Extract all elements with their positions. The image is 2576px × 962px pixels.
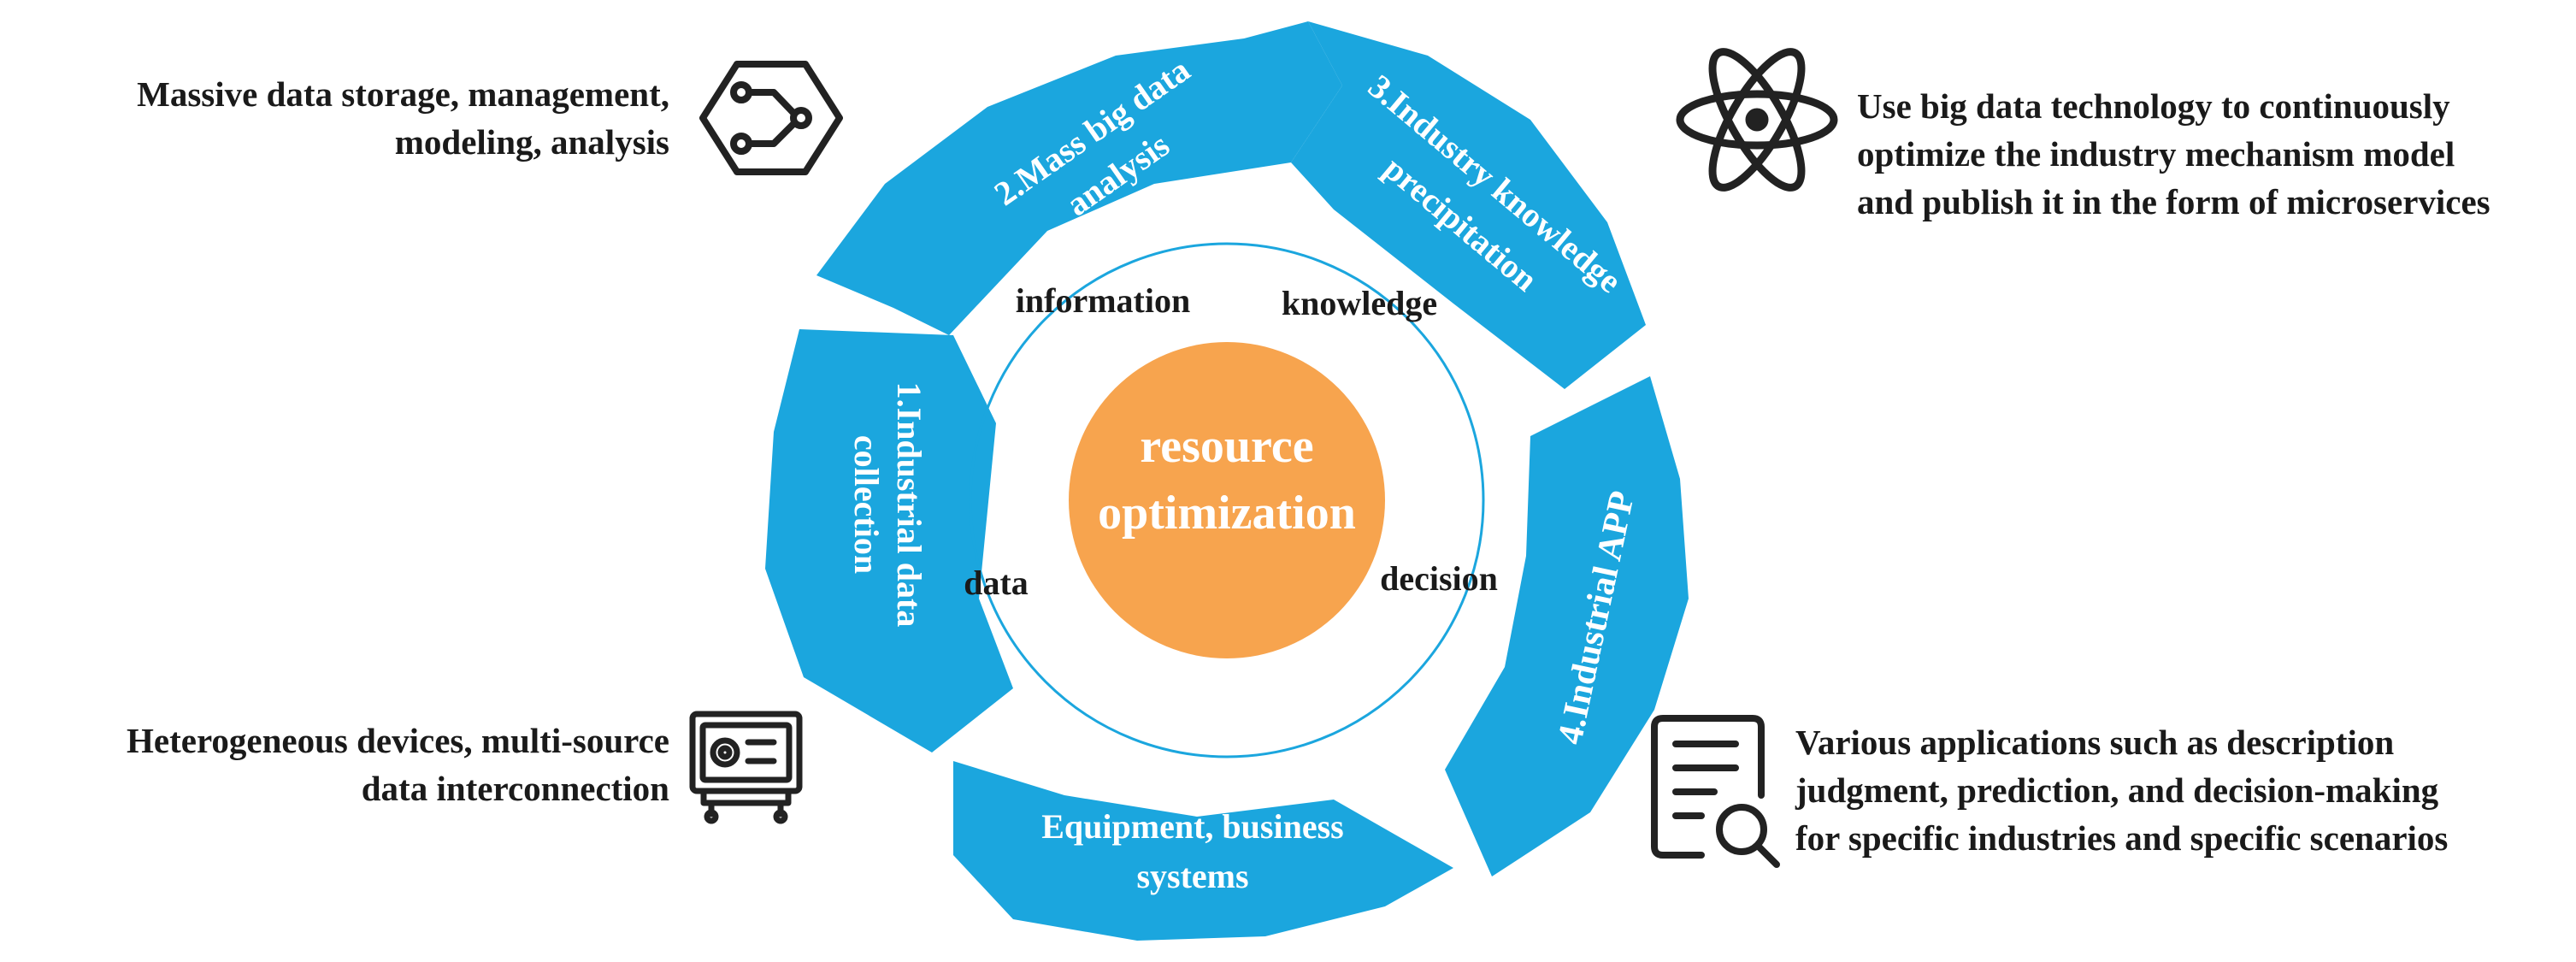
description-bottom-right-line3: for specific industries and specific sce… [1795, 818, 2449, 858]
description-top-left-line2: modeling, analysis [394, 122, 669, 162]
center-circle [1069, 342, 1385, 658]
description-top-right-line1: Use big data technology to continuously [1857, 86, 2450, 126]
description-bottom-right: Various applications such as description… [1795, 718, 2448, 862]
description-top-left-line1: Massive data storage, management, [137, 74, 669, 114]
segment-equipment-business-systems [953, 761, 1453, 941]
device-monitor-icon [689, 711, 803, 824]
segment-industrial-app [1445, 376, 1689, 876]
ring-label-information: information [1016, 281, 1190, 320]
description-top-right: Use big data technology to continuously … [1857, 82, 2491, 226]
atom-icon [1676, 48, 1838, 192]
description-bottom-left-line1: Heterogeneous devices, multi-source [127, 721, 669, 760]
segment-1-label-line1: 1.Industrial data [890, 382, 928, 628]
ring-label-data: data [964, 564, 1029, 602]
segment-1-label-line2: collection [847, 435, 886, 574]
segment-industry-knowledge-precipitation [1291, 21, 1646, 389]
description-bottom-left: Heterogeneous devices, multi-source data… [127, 717, 669, 812]
segment-industrial-data-collection [765, 329, 1013, 752]
inner-ring [969, 242, 1485, 758]
description-bottom-right-line1: Various applications such as description [1795, 723, 2395, 762]
description-top-left: Massive data storage, management, modeli… [137, 70, 669, 166]
center-title-line1: resource [1140, 420, 1313, 473]
circuit-hexagon-icon [699, 61, 843, 175]
center-title-line2: optimization [1098, 487, 1356, 540]
description-bottom-left-line2: data interconnection [361, 769, 669, 808]
segment-mass-big-data-analysis [816, 21, 1342, 335]
segment-5-label-line1: Equipment, business [1041, 807, 1343, 846]
description-top-right-line2: optimize the industry mechanism model [1857, 134, 2455, 174]
document-search-icon [1651, 715, 1780, 868]
ring-label-decision: decision [1380, 559, 1498, 598]
description-top-right-line3: and publish it in the form of microservi… [1857, 182, 2491, 221]
segment-5-label-line2: systems [1136, 857, 1248, 895]
description-bottom-right-line2: judgment, prediction, and decision-makin… [1795, 770, 2439, 810]
ring-label-knowledge: knowledge [1282, 284, 1437, 322]
